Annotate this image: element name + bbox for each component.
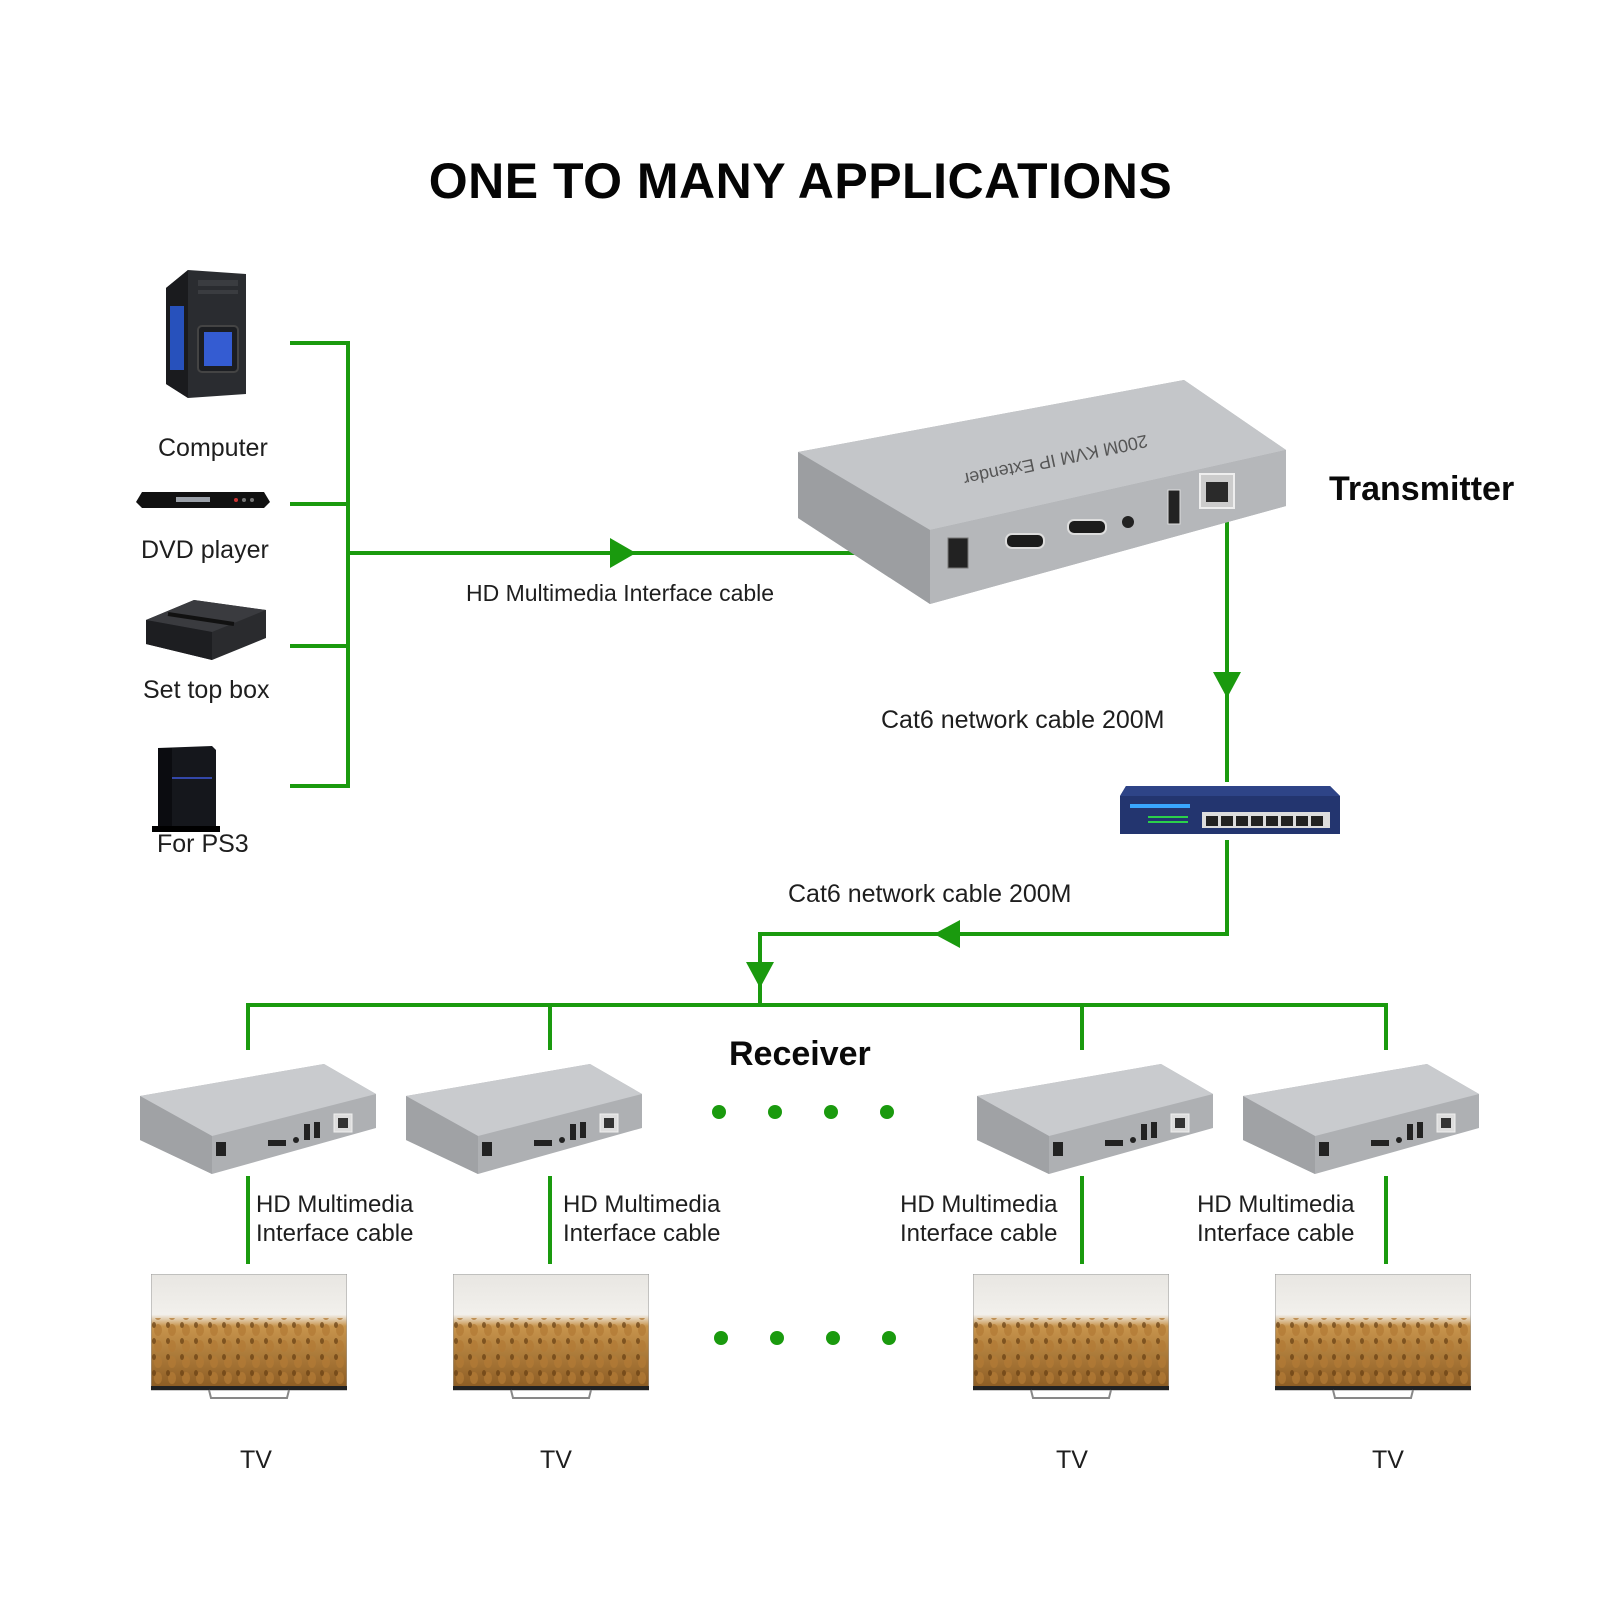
arrow-down-icon: [746, 962, 774, 988]
arrow-left-icon: [934, 920, 960, 948]
transmitter-label: Transmitter: [1329, 470, 1515, 508]
source-label-stb: Set top box: [143, 676, 270, 704]
tv-label: TV: [540, 1446, 572, 1474]
cable-label-line2: Interface cable: [900, 1220, 1058, 1247]
receiver-bus: [246, 1003, 1388, 1050]
cable-label-line1: HD Multimedia: [1197, 1191, 1355, 1218]
receiver-device-4: [1241, 1062, 1481, 1181]
cable-label-hdmi-3: HD Multimedia Interface cable: [900, 1190, 1057, 1248]
cable-label-cat6-1: Cat6 network cable 200M: [881, 706, 1165, 734]
ellipsis-dots-tvs: [714, 1331, 896, 1345]
transmitter-device: 200M KVM IP Extender: [796, 378, 1288, 613]
tv-icon: [972, 1273, 1170, 1411]
dvd-player-icon: [136, 488, 271, 517]
switch-ports: [1202, 812, 1330, 828]
cat6-to-receivers: [758, 840, 1229, 1007]
tv-icon: [452, 1273, 650, 1411]
tv-label: TV: [240, 1446, 272, 1474]
cable-label-hdmi-2: HD Multimedia Interface cable: [563, 1190, 720, 1248]
source-label-dvd: DVD player: [141, 536, 269, 564]
arrow-right-icon: [610, 538, 636, 568]
computer-tower-icon: [158, 266, 248, 406]
cable-label-line1: HD Multimedia: [900, 1191, 1058, 1218]
tv-label: TV: [1056, 1446, 1088, 1474]
receiver-label: Receiver: [729, 1035, 871, 1073]
game-console-icon: [152, 744, 220, 839]
arrow-down-icon: [1213, 672, 1241, 698]
receiver-device-1: [138, 1062, 378, 1181]
cable-label-line1: HD Multimedia: [563, 1191, 721, 1218]
network-switch-icon: [1118, 776, 1340, 843]
tv-label: TV: [1372, 1446, 1404, 1474]
cable-label-hdmi-1: HD Multimedia Interface cable: [256, 1190, 413, 1248]
cable-label-hdmi-4: HD Multimedia Interface cable: [1197, 1190, 1354, 1248]
tv-icon: [150, 1273, 348, 1411]
source-label-ps3: For PS3: [157, 830, 249, 858]
cable-label-line1: HD Multimedia: [256, 1191, 414, 1218]
set-top-box-icon: [144, 594, 269, 667]
receiver-device-2: [404, 1062, 644, 1181]
tv-icon: [1274, 1273, 1472, 1411]
ellipsis-dots-receivers: [712, 1105, 894, 1119]
page-title: ONE TO MANY APPLICATIONS: [428, 153, 1173, 209]
cable-label-line2: Interface cable: [563, 1220, 721, 1247]
cable-label-line2: Interface cable: [256, 1220, 414, 1247]
source-label-computer: Computer: [158, 434, 268, 462]
cable-label-cat6-2: Cat6 network cable 200M: [788, 880, 1072, 908]
source-bracket: [290, 341, 350, 788]
cable-label-line2: Interface cable: [1197, 1220, 1355, 1247]
receiver-device-3: [975, 1062, 1215, 1181]
cable-label-hdmi-source: HD Multimedia Interface cable: [466, 580, 775, 606]
